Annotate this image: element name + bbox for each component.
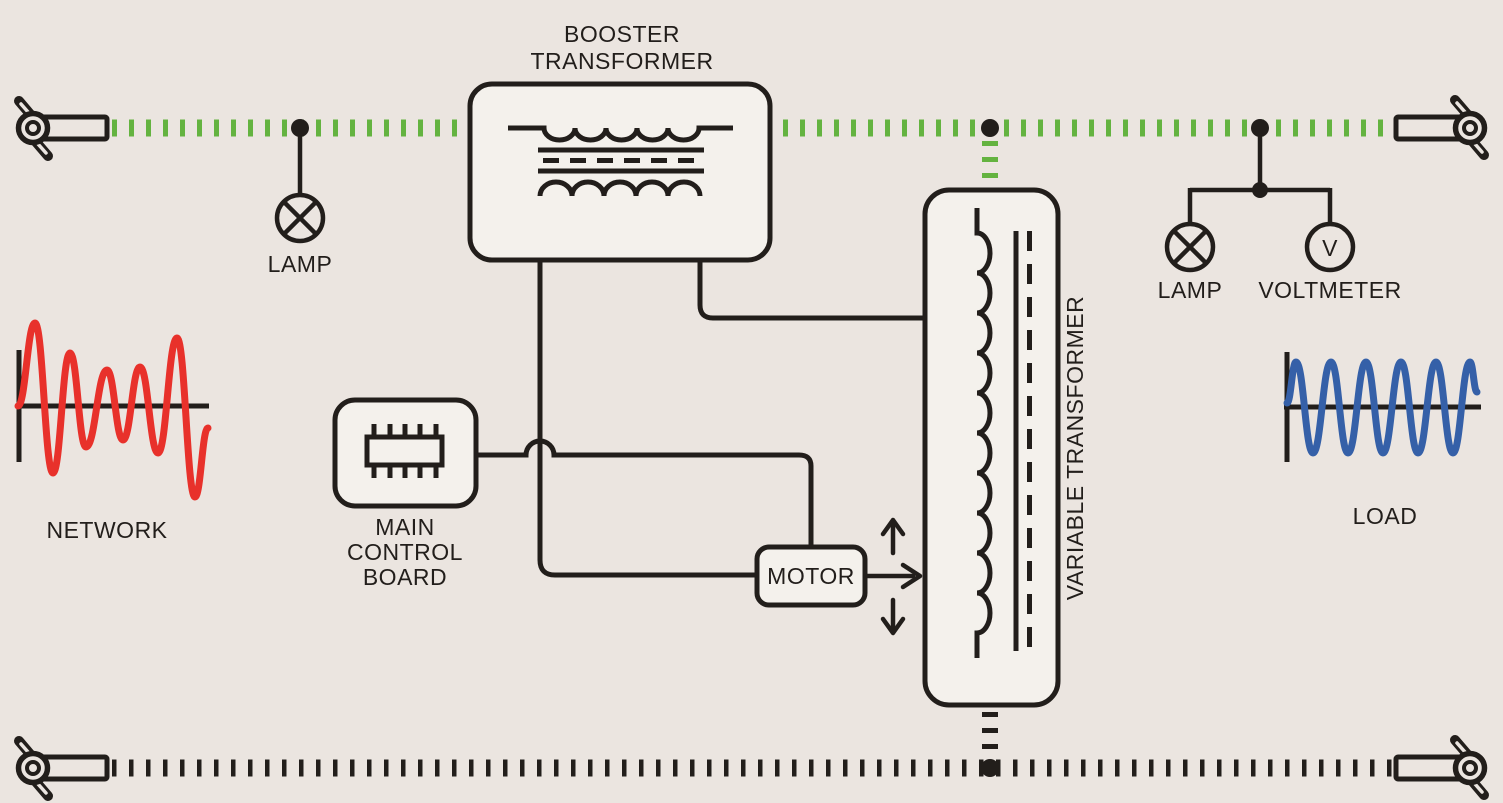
control-board-label-line1: MAIN xyxy=(375,514,435,540)
voltmeter-dial-letter: V xyxy=(1322,235,1338,261)
variable-core-icon xyxy=(1013,231,1032,651)
variable-coil-icon xyxy=(974,208,993,658)
clamp-icon xyxy=(1396,740,1485,795)
junction-dot xyxy=(291,119,309,137)
lamp-icon xyxy=(274,192,326,244)
network-label: NETWORK xyxy=(46,517,167,543)
junction-dot xyxy=(981,119,999,137)
lamp-icon xyxy=(1164,221,1216,273)
control-board-box xyxy=(332,397,479,509)
variable-transformer-label: VARIABLE TRANSFORMER xyxy=(1062,296,1088,600)
network-waveform: NETWORK xyxy=(14,319,212,543)
control-board-label-line3: BOARD xyxy=(363,564,447,590)
motor-label: MOTOR xyxy=(767,563,855,589)
clamp-icon xyxy=(19,101,108,156)
arrow-down-icon xyxy=(880,597,906,636)
booster-title-line1: BOOSTER xyxy=(564,21,680,47)
wire-booster-to-motor xyxy=(537,196,757,578)
network-wave xyxy=(14,319,212,501)
secondary-coil-icon xyxy=(537,179,703,197)
junction-dot xyxy=(1251,119,1269,137)
chip-icon xyxy=(364,424,445,478)
bottom-return-line xyxy=(112,712,1393,777)
junction-dot xyxy=(981,759,999,777)
variable-transformer: VARIABLE TRANSFORMER xyxy=(922,187,1088,708)
booster-title-line2: TRANSFORMER xyxy=(530,48,713,74)
output-monitoring: V LAMP VOLTMETER xyxy=(1158,135,1401,303)
wire-booster-to-variable-transformer xyxy=(697,196,923,321)
arrow-right-icon xyxy=(862,562,923,590)
wire-control-board-to-motor-with-hop xyxy=(476,438,814,545)
load-label: LOAD xyxy=(1353,503,1418,529)
wires xyxy=(476,196,923,578)
load-wave xyxy=(1283,358,1481,457)
arrow-up-icon xyxy=(880,517,906,556)
booster-transformer: BOOSTER TRANSFORMER xyxy=(467,21,773,263)
core-icon xyxy=(538,147,704,174)
voltmeter-icon: V xyxy=(1304,221,1356,273)
control-board-label-line2: CONTROL xyxy=(347,539,463,565)
voltmeter-label: VOLTMETER xyxy=(1258,277,1401,303)
load-waveform: LOAD xyxy=(1283,352,1481,529)
clamp-icon xyxy=(1396,100,1485,155)
main-control-board: MAIN CONTROL BOARD xyxy=(332,397,479,590)
clamp-icon xyxy=(19,741,108,796)
junction-dots xyxy=(291,119,1269,777)
input-lamp: LAMP xyxy=(268,135,333,277)
motor: MOTOR xyxy=(754,517,923,636)
input-lamp-label: LAMP xyxy=(268,251,333,277)
junction-dot xyxy=(1252,182,1268,198)
primary-coil-icon xyxy=(508,125,733,143)
output-lamp-label: LAMP xyxy=(1158,277,1223,303)
